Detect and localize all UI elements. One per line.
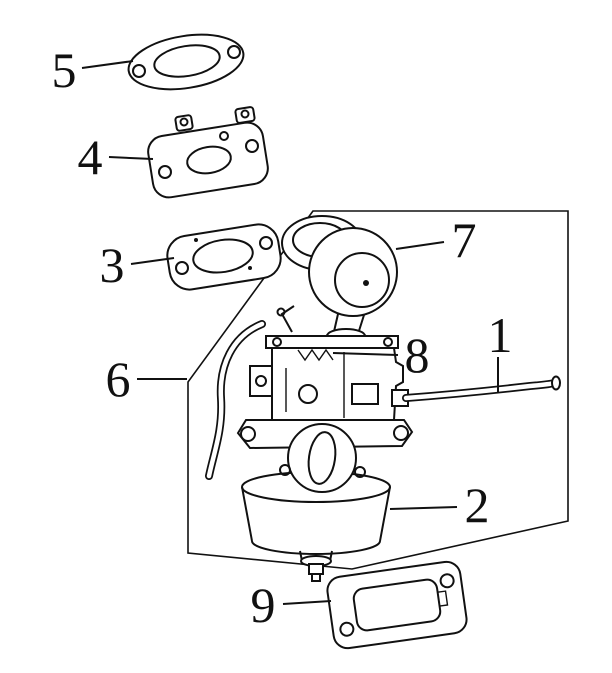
fuel-pipe-end (551, 375, 561, 391)
callout-8-leader (332, 352, 399, 356)
callout-4-label: 4 (78, 129, 103, 185)
bowl-bottom (251, 540, 381, 555)
insulator-bolt-hole (158, 165, 172, 179)
top-cover-dome (308, 227, 398, 317)
venturi-bolt-hole (354, 466, 366, 478)
callouts: 1 2 3 4 5 6 7 (52, 42, 513, 633)
assembly-box-outline (187, 210, 569, 570)
callout-4-leader (108, 156, 154, 160)
callout-9: 9 (251, 577, 332, 633)
gasket-9-bolt-hole (439, 573, 455, 589)
callout-8: 8 (332, 327, 430, 383)
carb-venturi (279, 423, 366, 493)
callout-3: 3 (100, 237, 175, 293)
drain-bolt (308, 563, 324, 575)
gasket-9-outline (326, 560, 468, 650)
insulator-bolt-hole (245, 139, 259, 153)
mixture-screw (298, 384, 318, 404)
insulator-tab (174, 114, 194, 132)
carb-top-flange (265, 335, 399, 349)
idle-screw-boss (351, 383, 379, 405)
bracket-hole (255, 375, 267, 387)
gasket-9-bore (352, 578, 442, 632)
drain-bolt-tip (311, 573, 321, 582)
callout-3-label: 3 (100, 237, 125, 293)
gasket-5-bolt-hole (227, 45, 241, 59)
callout-5-leader (81, 60, 134, 69)
part-9-gasket (326, 560, 468, 650)
flange-bolt-hole (272, 337, 282, 347)
carb-left-bracket (249, 365, 273, 397)
throttle-spring (297, 348, 334, 362)
flange-bolt-hole (383, 337, 393, 347)
gasket-3-dot (248, 266, 252, 270)
bowl-sides (241, 486, 391, 542)
callout-3-leader (130, 257, 175, 265)
part-4-insulator (147, 106, 269, 199)
throttle-arm (280, 305, 295, 333)
callout-2: 2 (389, 477, 490, 533)
insulator-bore (186, 145, 232, 175)
venturi-bolt-hole (279, 464, 291, 476)
gasket-9-notch (437, 590, 449, 607)
callout-1-label: 1 (488, 307, 513, 363)
callout-5: 5 (52, 42, 134, 98)
gasket-5-outline (127, 33, 245, 91)
callout-6: 6 (106, 351, 187, 407)
part-6-drain-tube (205, 320, 266, 480)
fuel-pipe-bore (403, 380, 558, 401)
callout-5-label: 5 (52, 42, 77, 98)
part-7-top-cover (281, 215, 398, 344)
callout-4: 4 (78, 129, 154, 185)
insulator-pin-hole (219, 131, 229, 141)
assembly-outline-box (187, 210, 569, 570)
top-cover-dome-inner (334, 252, 390, 308)
gasket-3-outline (166, 223, 282, 291)
callout-2-leader (389, 506, 458, 510)
part-1-fuel-pipe (402, 375, 561, 402)
insulator-tab (234, 106, 256, 124)
gasket-3-bore (192, 238, 254, 274)
callout-7-leader (395, 241, 445, 250)
insulator-tab-hole (179, 117, 189, 127)
drain-tube-bore (206, 321, 265, 479)
callout-1: 1 (488, 307, 513, 392)
callout-7-label: 7 (452, 212, 477, 268)
venturi-ring (287, 423, 357, 493)
callout-9-leader (282, 600, 332, 605)
callout-2-label: 2 (465, 477, 490, 533)
callout-7: 7 (395, 212, 477, 268)
throttle-arm-pivot (276, 307, 286, 317)
part-5-gasket (127, 33, 245, 91)
part-3-gasket (166, 223, 282, 291)
top-cover-center-dot (363, 280, 369, 286)
insulator-plate (147, 121, 269, 199)
callout-9-label: 9 (251, 577, 276, 633)
venturi-throttle-plate (307, 431, 337, 485)
gasket-5-bore (153, 44, 221, 78)
gasket-3-dot (194, 238, 198, 242)
gasket-9-bolt-hole (339, 621, 355, 637)
callout-6-label: 6 (106, 351, 131, 407)
carb-body-block (271, 347, 404, 421)
gasket-3-bolt-hole (259, 236, 273, 250)
callout-8-label: 8 (405, 327, 430, 383)
insulator-tab-hole (240, 109, 250, 119)
mid-flange-ear (240, 426, 256, 442)
mid-flange-ear (393, 425, 409, 441)
gasket-3-bolt-hole (175, 261, 189, 275)
gasket-5-bolt-hole (132, 64, 146, 78)
